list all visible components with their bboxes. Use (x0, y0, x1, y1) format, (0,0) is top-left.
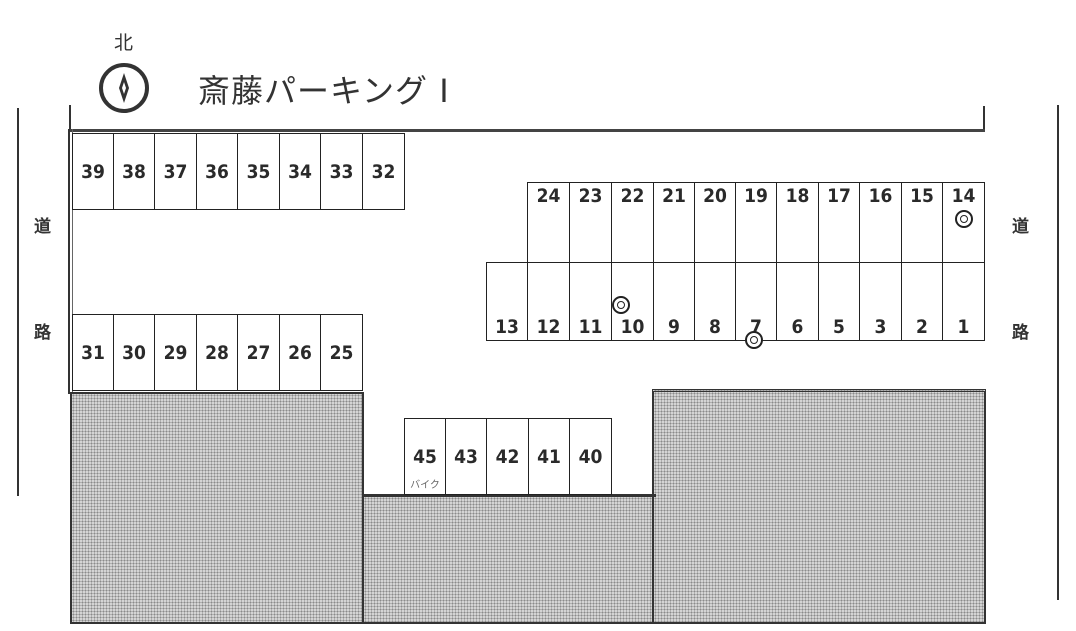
double-circle-marker-icon (955, 210, 973, 228)
parking-stall[interactable]: 21 (653, 182, 695, 263)
parking-stall[interactable]: 28 (196, 314, 238, 391)
right-road-line (1057, 105, 1059, 600)
parking-stall[interactable]: 39 (72, 133, 114, 210)
parking-stall[interactable]: 13 (486, 262, 528, 341)
compass-icon (99, 63, 149, 113)
parking-stall[interactable]: 35 (237, 133, 280, 210)
parking-stall[interactable]: 15 (901, 182, 943, 263)
parking-stall[interactable]: 31 (72, 314, 114, 391)
right-road-label-2: 路 (1012, 323, 1029, 343)
parking-stall[interactable]: 20 (694, 182, 736, 263)
parking-stall[interactable]: 33 (320, 133, 363, 210)
double-circle-marker-icon (612, 296, 630, 314)
parking-stall[interactable]: 24 (527, 182, 570, 263)
parking-stall[interactable]: 16 (859, 182, 902, 263)
top-left-tick (69, 105, 71, 131)
parking-stall[interactable]: 22 (611, 182, 654, 263)
double-circle-marker-icon (745, 331, 763, 349)
parking-stall[interactable]: 6 (776, 262, 819, 341)
right-road-label-1: 道 (1012, 217, 1029, 237)
parking-stall[interactable]: 7 (735, 262, 777, 341)
parking-stall[interactable]: 11 (569, 262, 612, 341)
parking-stall[interactable]: 2 (901, 262, 943, 341)
parking-stall[interactable]: 38 (113, 133, 155, 210)
compass-needle-icon (119, 73, 129, 103)
parking-stall[interactable]: 42 (486, 418, 529, 495)
parking-stall[interactable]: 23 (569, 182, 612, 263)
building-east (652, 389, 986, 624)
parking-stall[interactable]: 8 (694, 262, 736, 341)
parking-stall[interactable]: 18 (776, 182, 819, 263)
north-label: 北 (114, 32, 134, 54)
parking-stall[interactable]: 9 (653, 262, 695, 341)
bike-label: バイク (410, 480, 440, 491)
left-road-label-2: 路 (34, 323, 51, 343)
parking-stall-bike[interactable]: 45 バイク (404, 418, 446, 495)
parking-stall[interactable]: 43 (445, 418, 487, 495)
parking-stall[interactable]: 37 (154, 133, 197, 210)
page-title: 斎藤パーキング Ⅰ (198, 72, 450, 110)
west-boundary (68, 129, 73, 394)
left-road-label-1: 道 (34, 217, 51, 237)
parking-stall[interactable]: 29 (154, 314, 197, 391)
parking-stall[interactable]: 27 (237, 314, 280, 391)
center-top-wall (362, 494, 656, 497)
parking-stall[interactable]: 3 (859, 262, 902, 341)
center-west-wall (362, 392, 366, 497)
parking-stall[interactable]: 25 (320, 314, 363, 391)
top-right-tick (983, 106, 985, 131)
north-boundary (69, 129, 985, 132)
parking-stall[interactable]: 34 (279, 133, 321, 210)
parking-stall[interactable]: 5 (818, 262, 860, 341)
parking-stall[interactable]: 32 (362, 133, 405, 210)
building-west (70, 392, 364, 624)
parking-stall[interactable]: 19 (735, 182, 777, 263)
left-road-line (17, 108, 19, 496)
parking-stall[interactable]: 17 (818, 182, 860, 263)
parking-stall[interactable]: 12 (527, 262, 570, 341)
building-center (362, 495, 655, 624)
parking-stall[interactable]: 26 (279, 314, 321, 391)
parking-stall[interactable]: 1 (942, 262, 985, 341)
parking-stall[interactable]: 41 (528, 418, 570, 495)
parking-stall[interactable]: 30 (113, 314, 155, 391)
parking-stall[interactable]: 36 (196, 133, 238, 210)
parking-stall[interactable]: 40 (569, 418, 612, 495)
stall-number: 45 (413, 445, 437, 468)
